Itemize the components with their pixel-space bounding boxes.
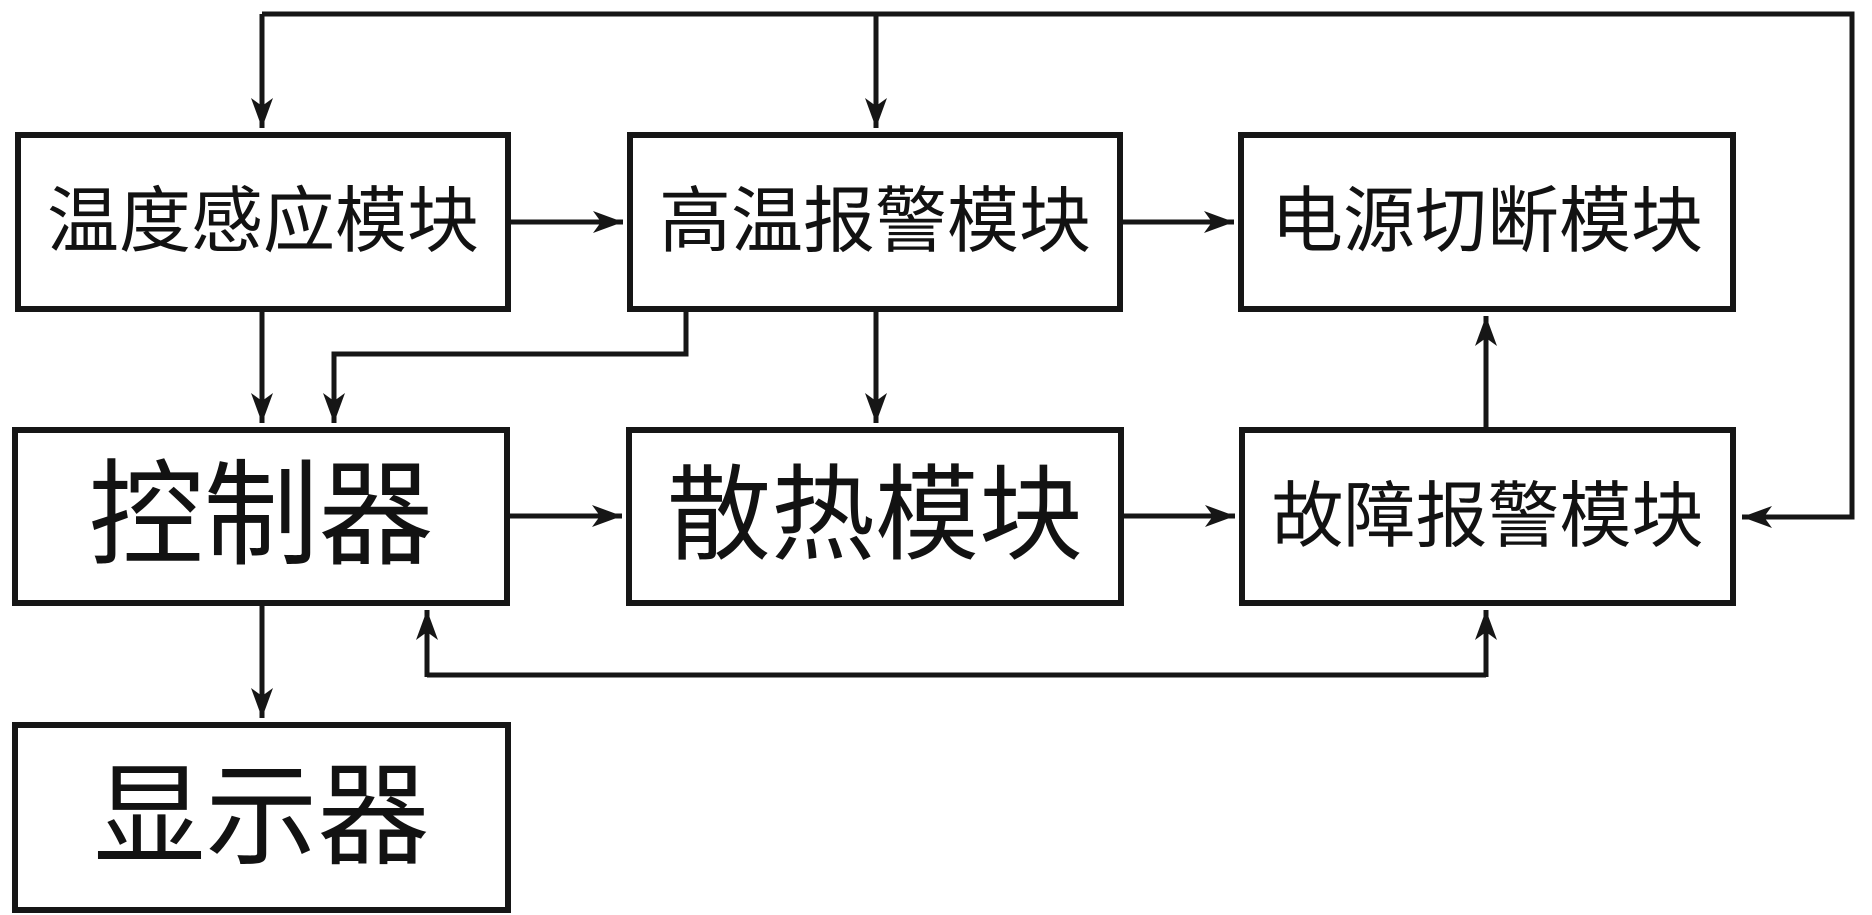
box-high-temp-alarm	[627, 132, 1123, 312]
node-label-heat-dissipation: 散热模块	[666, 458, 1083, 574]
box-display	[12, 722, 511, 913]
node-label-power-cutoff: 电源切断模块	[1270, 182, 1703, 262]
box-temperature-sensing	[15, 132, 511, 312]
box-heat-dissipation	[626, 427, 1124, 606]
node-label-fault-alarm: 故障报警模块	[1271, 476, 1704, 557]
node-label-display: 显示器	[93, 755, 430, 880]
node-label-high-temp-alarm: 高温报警模块	[658, 182, 1091, 262]
node-label-controller: 控制器	[88, 453, 434, 580]
node-label-temperature-sensing: 温度感应模块	[46, 182, 479, 262]
edge-top-right-rail-into-fault-alarm	[262, 11, 1855, 528]
box-fault-alarm	[1239, 427, 1736, 606]
box-power-cutoff	[1238, 132, 1736, 312]
edge-hightemp-to-controller	[323, 309, 689, 423]
